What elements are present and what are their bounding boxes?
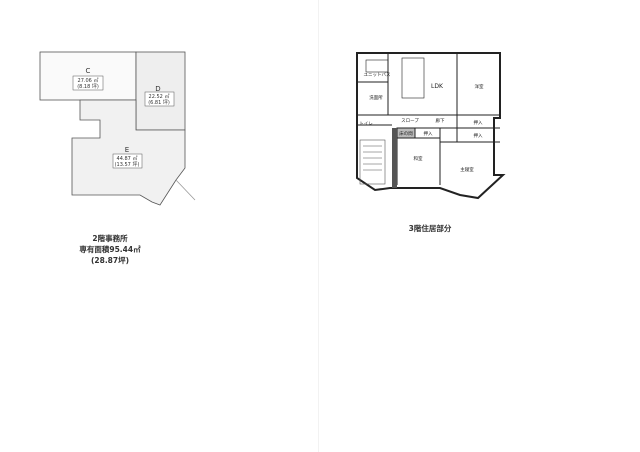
label-slope: スロープ	[401, 118, 419, 124]
residence-caption: 3階住居部分	[408, 224, 452, 233]
room-tokonoma: 床の間	[399, 130, 413, 137]
office-area-labels: C 27.06 ㎡ (8.18 坪) D 22.52 ㎡ (6.81 坪) E …	[72, 67, 175, 169]
room-closet-3: 押入	[474, 132, 483, 139]
office-caption: 2階事務所 専有面積95.44㎡ (28.87坪)	[60, 233, 160, 266]
area-d-tsubo: (6.81 坪)	[148, 99, 170, 106]
room-master: 主寝室	[460, 166, 474, 173]
office-floor-plan	[39, 51, 196, 206]
office-caption-tsubo: (28.87坪)	[90, 256, 130, 265]
office-caption-title: 2階事務所	[92, 234, 128, 243]
svg-text:C: C	[86, 67, 91, 75]
page-divider	[318, 0, 319, 452]
area-d	[135, 51, 186, 131]
room-ldk: LDK	[431, 83, 444, 90]
room-unit-bath: ユニットバス	[364, 72, 391, 78]
office-caption-area: 専有面積95.44㎡	[79, 245, 141, 254]
area-d-sqm: 22.52 ㎡	[149, 93, 170, 100]
room-toilet: トイレ	[359, 122, 373, 127]
residence-floor-plan	[356, 52, 506, 200]
room-hallway: 廊下	[436, 117, 445, 124]
room-closet-2: 押入	[474, 119, 483, 126]
area-e-tsubo: (13.57 坪)	[115, 161, 140, 168]
svg-text:E: E	[125, 146, 129, 154]
area-c-sqm: 27.06 ㎡	[78, 77, 99, 84]
room-closet-1: 押入	[424, 130, 433, 137]
area-e-sqm: 44.87 ㎡	[117, 155, 138, 162]
residence-room-labels: ユニットバス 洗面所 LDK 洋室 トイレ スロープ 廊下 床の間 押入 押入 …	[359, 72, 484, 173]
room-western: 洋室	[475, 83, 484, 90]
area-c-tsubo: (8.18 坪)	[77, 83, 99, 90]
svg-text:D: D	[155, 85, 160, 93]
area-e	[71, 99, 186, 206]
room-japanese: 和室	[414, 155, 423, 162]
room-washroom: 洗面所	[369, 94, 383, 101]
